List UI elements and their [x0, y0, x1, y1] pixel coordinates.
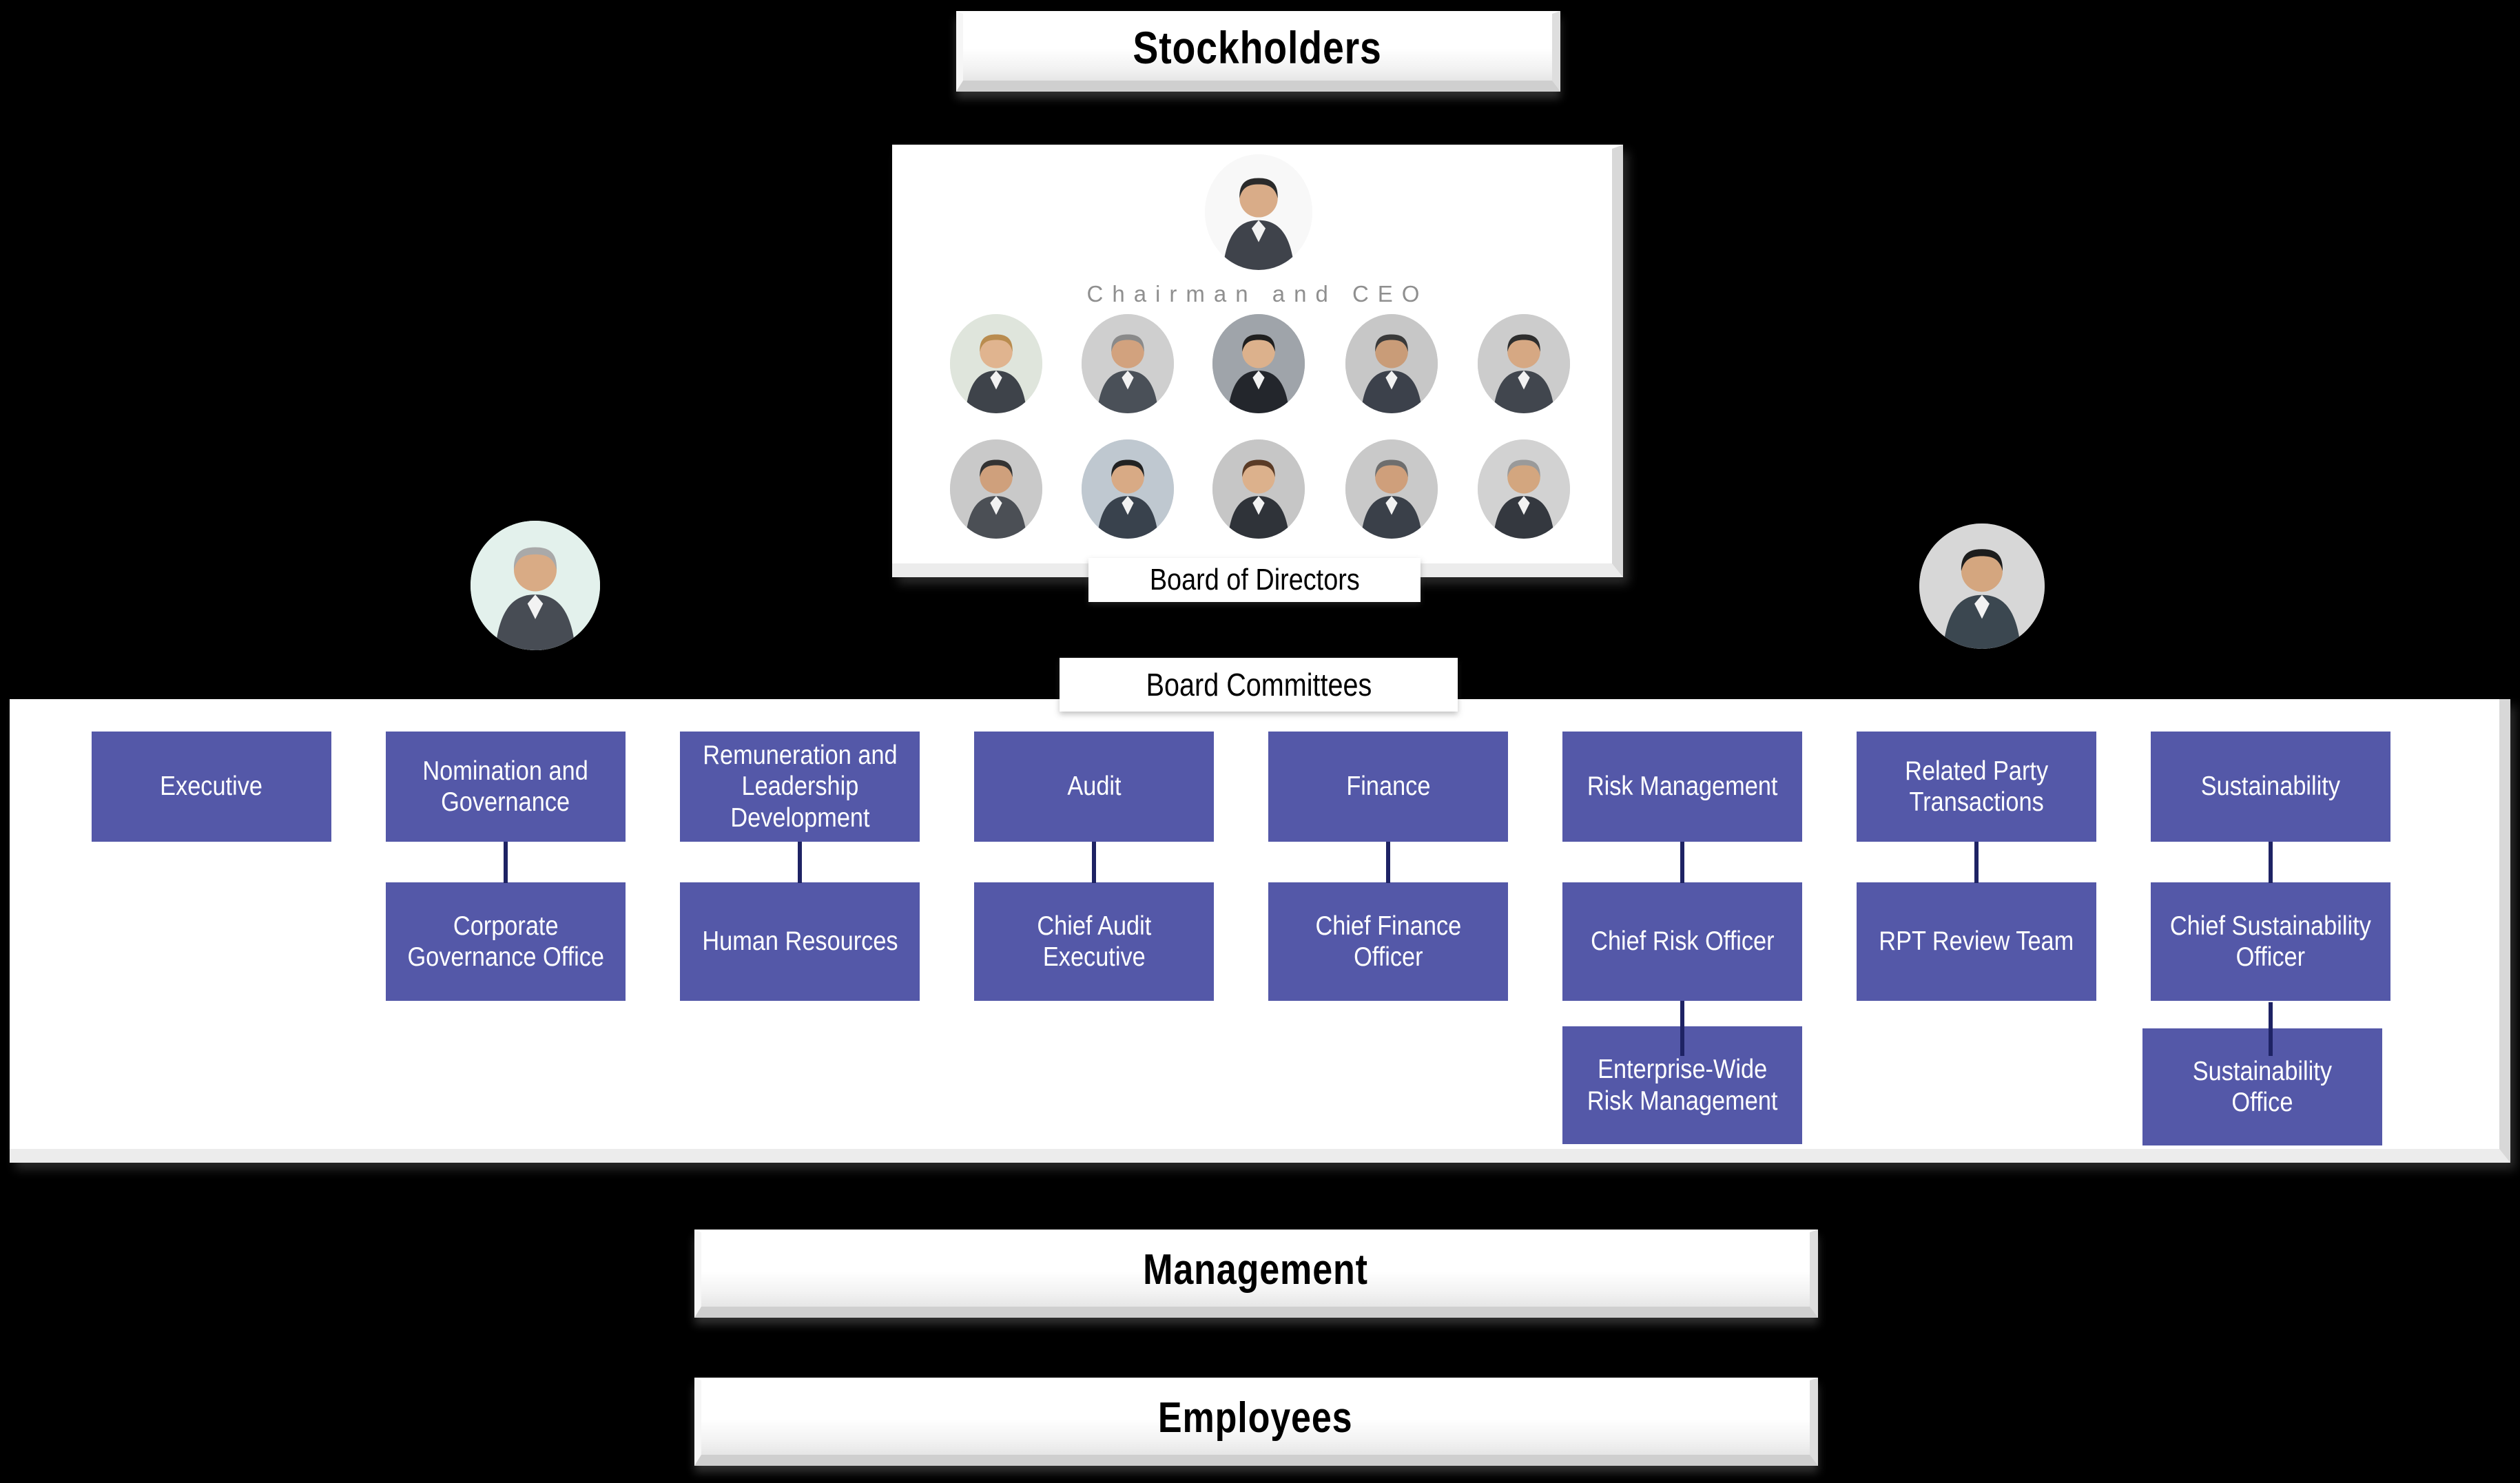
- director-portrait: [950, 314, 1042, 413]
- right-executive-portrait: [1919, 523, 2045, 649]
- person-silhouette-icon: [950, 439, 1042, 539]
- person-silhouette-icon: [1478, 314, 1570, 413]
- person-silhouette-icon: [1082, 439, 1174, 539]
- connector-finance-cfo: [1386, 842, 1390, 883]
- committee-risk-management: Risk Management: [1562, 732, 1802, 842]
- person-silhouette-icon: [1345, 314, 1438, 413]
- committee-sustainability: Sustainability: [2151, 732, 2390, 842]
- office-sustainability-office: Sustainability Office: [2142, 1028, 2382, 1145]
- connector-sustainability-cso: [2269, 842, 2273, 883]
- left-executive-portrait: [471, 521, 600, 650]
- committees-panel: [10, 699, 2510, 1163]
- office-corporate-governance: Corporate Governance Office: [386, 882, 626, 1001]
- person-silhouette-icon: [1478, 439, 1570, 539]
- connector-risk-cro: [1680, 842, 1684, 883]
- management-label: Management: [1143, 1245, 1368, 1294]
- office-chief-audit-executive: Chief Audit Executive: [974, 882, 1214, 1001]
- office-human-resources: Human Resources: [680, 882, 920, 1001]
- chairman-portrait: [1205, 154, 1312, 270]
- director-portrait: [1212, 439, 1305, 539]
- connector-rpt-review-team: [1974, 842, 1979, 883]
- person-silhouette-icon: [1345, 439, 1438, 539]
- director-portrait: [1345, 439, 1438, 539]
- director-portrait: [1082, 439, 1174, 539]
- committee-related-party-transactions: Related Party Transactions: [1857, 732, 2096, 842]
- board-committees-label: Board Committees: [1060, 658, 1458, 712]
- person-silhouette-icon: [1082, 314, 1174, 413]
- office-chief-sustainability-officer: Chief Sustainability Officer: [2151, 882, 2390, 1001]
- employees-label: Employees: [1158, 1393, 1353, 1442]
- office-chief-risk-officer: Chief Risk Officer: [1562, 882, 1802, 1001]
- director-portrait: [1478, 314, 1570, 413]
- office-enterprise-wide-risk-management: Enterprise-Wide Risk Management: [1562, 1026, 1802, 1144]
- connector-remuneration-hr: [798, 842, 802, 883]
- stockholders-label: Stockholders: [1133, 21, 1383, 73]
- connector-nomination-cgo: [504, 842, 508, 883]
- director-portrait: [950, 439, 1042, 539]
- committee-nomination-governance: Nomination and Governance: [386, 732, 626, 842]
- office-rpt-review-team: RPT Review Team: [1857, 882, 2096, 1001]
- committee-audit: Audit: [974, 732, 1214, 842]
- person-silhouette-icon: [950, 314, 1042, 413]
- management-banner: Management: [694, 1230, 1818, 1318]
- employees-banner: Employees: [694, 1378, 1818, 1466]
- person-silhouette-icon: [1919, 523, 2045, 649]
- office-chief-finance-officer: Chief Finance Officer: [1268, 882, 1508, 1001]
- person-silhouette-icon: [471, 521, 600, 650]
- connector-cro-ewrm: [1680, 1001, 1684, 1056]
- board-of-directors-label: Board of Directors: [1088, 558, 1421, 602]
- connector-audit-cae: [1092, 842, 1096, 883]
- director-portrait: [1478, 439, 1570, 539]
- director-portrait: [1212, 314, 1305, 413]
- committee-remuneration-leadership: Remuneration and Leadership Development: [680, 732, 920, 842]
- person-silhouette-icon: [1212, 314, 1305, 413]
- person-silhouette-icon: [1205, 154, 1312, 270]
- person-silhouette-icon: [1212, 439, 1305, 539]
- director-portrait: [1345, 314, 1438, 413]
- connector-cso-sustainability-office: [2269, 1002, 2273, 1056]
- director-portrait: [1082, 314, 1174, 413]
- committee-executive: Executive: [92, 732, 331, 842]
- chairman-caption: Chairman and CEO: [1086, 281, 1429, 307]
- committee-finance: Finance: [1268, 732, 1508, 842]
- stockholders-banner: Stockholders: [956, 11, 1560, 92]
